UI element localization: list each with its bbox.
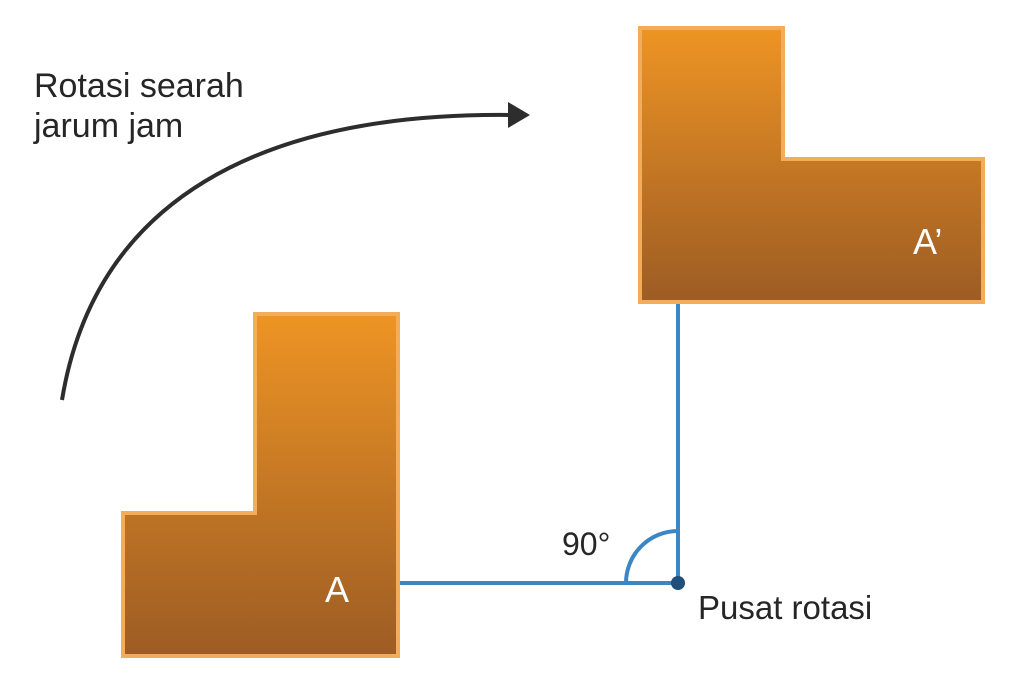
original-shape-label: A xyxy=(325,569,350,610)
rotation-direction-line-2: jarum jam xyxy=(34,107,184,145)
rotation-direction-label: Rotasi searah jarum jam xyxy=(34,66,244,146)
original-shape-a xyxy=(121,312,400,658)
angle-label: 90° xyxy=(562,526,611,562)
angle-arc xyxy=(624,529,679,584)
center-label: Pusat rotasi xyxy=(698,589,873,626)
rotated-shape-a-prime xyxy=(638,26,985,304)
clockwise-arrow-curve xyxy=(60,112,513,401)
clockwise-arrow-head xyxy=(508,102,530,128)
rotation-center-point xyxy=(671,576,685,590)
image-shape-label: A’ xyxy=(913,221,943,262)
rotation-direction-line-1: Rotasi searah xyxy=(34,67,244,105)
